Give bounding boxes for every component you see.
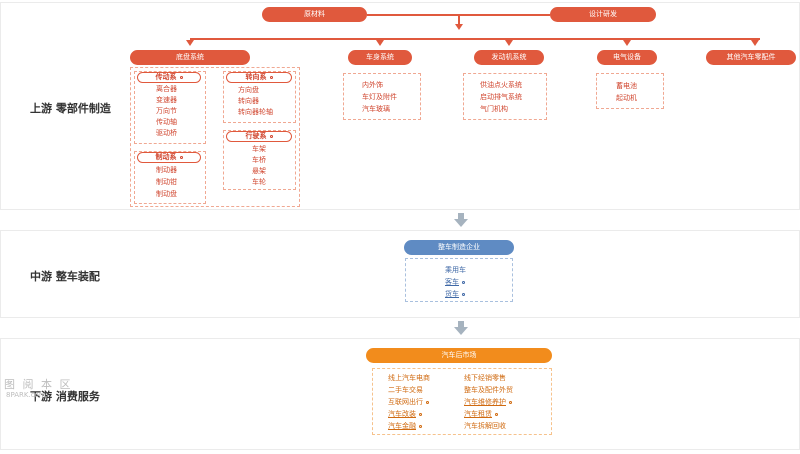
transmission-head: 传动系: [137, 72, 201, 83]
top-arrow: [455, 24, 463, 30]
top-stem: [458, 15, 460, 26]
arrow-down-icon: [454, 213, 468, 227]
braking-head: 制动系: [137, 152, 201, 163]
running-item: 车桥: [252, 156, 266, 164]
service-item: 整车及配件外贸: [464, 386, 513, 394]
midstream-panel: [0, 230, 800, 318]
category-engine: 发动机系统: [474, 50, 544, 65]
transmission-item: 变速器: [156, 96, 177, 104]
aftermarket-box: [372, 368, 552, 435]
service-item: 汽车拆解回收: [464, 422, 506, 430]
service-item: 二手车交易: [388, 386, 423, 394]
body-box: [343, 73, 421, 120]
materials-node: 原材料: [262, 7, 367, 22]
engine-item: 启动排气系统: [480, 93, 522, 101]
arrow-electrical: [623, 40, 631, 46]
circle-icon: [462, 292, 465, 296]
steering-item: 转向器: [238, 97, 259, 105]
steering-item: 转向器轮轴: [238, 108, 273, 116]
service-item-label: 汽车改装: [388, 410, 416, 418]
circle-icon: [269, 134, 273, 138]
running-head: 行驶系: [226, 131, 292, 142]
category-electrical: 电气设备: [597, 50, 657, 65]
category-other: 其他汽车零配件: [706, 50, 796, 65]
category-body: 车身系统: [348, 50, 412, 65]
category-bus: [190, 38, 760, 40]
vehicle-type: 乘用车: [445, 266, 466, 274]
body-item: 汽车玻璃: [362, 105, 390, 113]
braking-item: 制动钳: [156, 178, 177, 186]
engine-item: 气门机构: [480, 105, 508, 113]
oem-node: 整车制造企业: [404, 240, 514, 255]
service-item-label: 汽车租赁: [464, 410, 492, 418]
vehicle-type: 客车: [445, 278, 465, 287]
transmission-item: 驱动桥: [156, 129, 177, 137]
braking-label: 制动系: [155, 153, 177, 161]
arrow-other: [751, 40, 759, 46]
oem-box: [405, 258, 513, 302]
circle-icon: [179, 155, 183, 159]
arrow-chassis: [186, 40, 194, 46]
midstream-label: 中游 整车装配: [30, 270, 100, 283]
arrow-body: [376, 40, 384, 46]
aftermarket-node: 汽车后市场: [366, 348, 552, 363]
electrical-item: 蓄电池: [616, 82, 637, 90]
transmission-item: 离合器: [156, 85, 177, 93]
electrical-box: [596, 73, 664, 109]
circle-icon: [419, 412, 422, 416]
service-item: 线上汽车电商: [388, 374, 430, 382]
arrow-down-icon: [454, 321, 468, 335]
service-item: 互联网出行: [388, 398, 429, 407]
service-item: 汽车金融: [388, 422, 422, 431]
circle-icon: [509, 400, 512, 404]
running-label: 行驶系: [245, 132, 267, 140]
braking-item: 制动器: [156, 166, 177, 174]
body-item: 车灯及附件: [362, 93, 397, 101]
steering-label: 转向系: [245, 73, 267, 81]
circle-icon: [495, 412, 498, 416]
service-item: 汽车改装: [388, 410, 422, 419]
vehicle-type-label: 客车: [445, 278, 459, 286]
category-chassis: 底盘系统: [130, 50, 250, 65]
running-item: 悬架: [252, 167, 266, 175]
braking-item: 制动盘: [156, 190, 177, 198]
steering-item: 方向盘: [238, 86, 259, 94]
transmission-item: 传动轴: [156, 118, 177, 126]
service-item-label: 汽车金融: [388, 422, 416, 430]
vehicle-type-label: 货车: [445, 290, 459, 298]
watermark-en: 8PARK.com: [6, 391, 46, 399]
service-item: 汽车维修养护: [464, 398, 512, 407]
steering-head: 转向系: [226, 72, 292, 83]
arrow-engine: [505, 40, 513, 46]
service-item-label: 互联网出行: [388, 398, 423, 406]
upstream-label: 上游 零部件制造: [30, 102, 111, 115]
circle-icon: [462, 280, 465, 284]
body-item: 内外饰: [362, 81, 383, 89]
circle-icon: [269, 75, 273, 79]
rnd-node: 设计研发: [550, 7, 656, 22]
watermark-cn: 图 阅 本 区: [4, 378, 73, 391]
running-item: 车轮: [252, 178, 266, 186]
vehicle-type: 货车: [445, 290, 465, 299]
transmission-item: 万向节: [156, 107, 177, 115]
engine-box: [463, 73, 547, 120]
circle-icon: [419, 424, 422, 428]
downstream-label: 下游 消费服务: [30, 390, 100, 403]
electrical-item: 起动机: [616, 94, 637, 102]
service-item: 汽车租赁: [464, 410, 498, 419]
circle-icon: [426, 400, 429, 404]
transmission-label: 传动系: [155, 73, 177, 81]
running-item: 车架: [252, 145, 266, 153]
transmission-box: [134, 71, 206, 144]
circle-icon: [179, 75, 183, 79]
service-item: 线下经销零售: [464, 374, 506, 382]
engine-item: 供油点火系统: [480, 81, 522, 89]
service-item-label: 汽车维修养护: [464, 398, 506, 406]
